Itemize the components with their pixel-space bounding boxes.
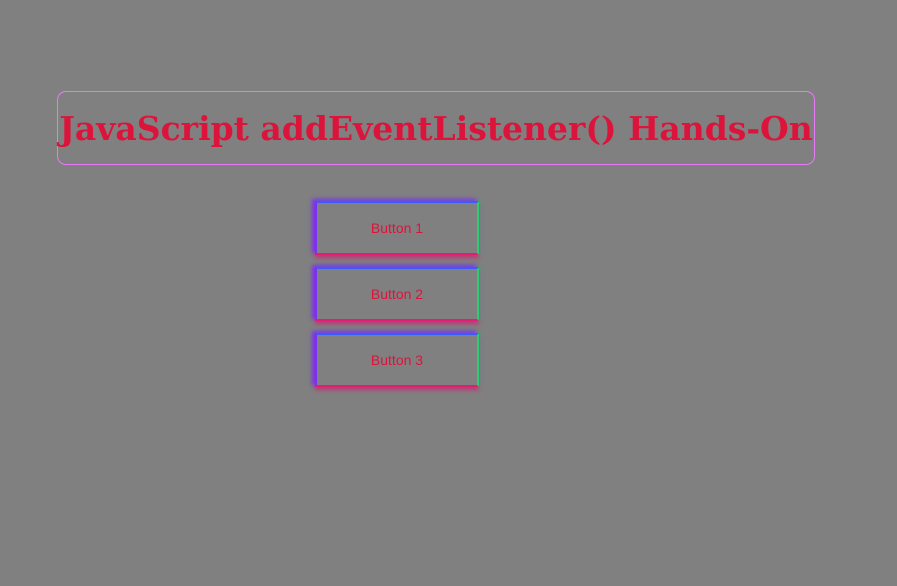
page-title: JavaScript addEventListener() Hands-On bbox=[59, 108, 813, 148]
title-container: JavaScript addEventListener() Hands-On bbox=[57, 91, 815, 165]
button-1[interactable]: Button 1 bbox=[315, 201, 479, 255]
button-2[interactable]: Button 2 bbox=[315, 267, 479, 321]
button-3[interactable]: Button 3 bbox=[315, 333, 479, 387]
